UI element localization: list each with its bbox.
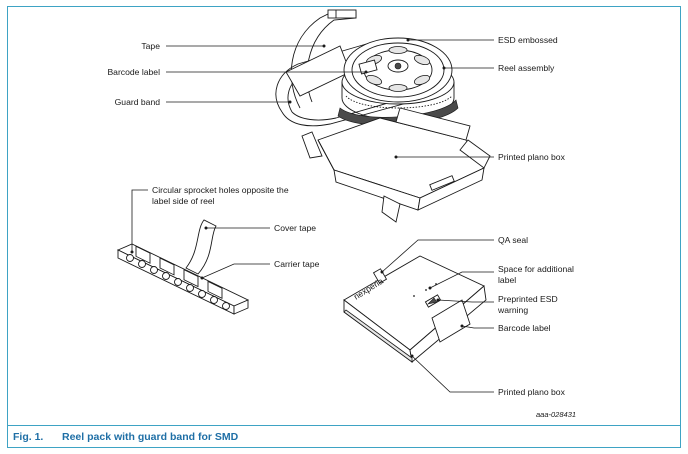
label-qa-seal: QA seal: [498, 235, 528, 245]
label-space-line2: label: [498, 275, 516, 285]
label-barcode-top: Barcode label: [107, 67, 160, 77]
tape-tab: [327, 9, 357, 19]
box-lid-back: [285, 45, 351, 97]
cover-tape: [185, 219, 217, 275]
carrier-tape-illustration: [116, 219, 250, 315]
label-esd-warning-line2: warning: [497, 305, 528, 315]
leader-lines: [130, 38, 494, 393]
plano-box-open: [301, 107, 491, 223]
label-guard-band: Guard band: [115, 97, 161, 107]
labels: Tape Barcode label Guard band ESD emboss…: [107, 35, 574, 397]
reel: [337, 37, 459, 126]
figure-reference-code: aaa-028431: [536, 410, 577, 419]
label-sprocket-line2: label side of reel: [152, 196, 215, 206]
figure-number: Fig. 1.: [13, 431, 44, 443]
reel-barcode-label: [358, 59, 378, 75]
label-tape: Tape: [141, 41, 160, 51]
caption-bar: [7, 425, 681, 448]
qa-seal: [372, 268, 388, 284]
label-carrier-tape: Carrier tape: [274, 259, 320, 269]
label-plano-box-top: Printed plano box: [498, 152, 566, 162]
top-illustration: [275, 9, 491, 223]
label-esd-embossed: ESD embossed: [498, 35, 558, 45]
label-cover-tape: Cover tape: [274, 223, 316, 233]
label-plano-box-bottom: Printed plano box: [498, 387, 566, 397]
box-barcode-label: [431, 299, 471, 343]
label-reel-assembly: Reel assembly: [498, 63, 555, 73]
label-sprocket-line1: Circular sprocket holes opposite the: [152, 185, 289, 195]
label-esd-warning-line1: Preprinted ESD: [498, 294, 558, 304]
label-barcode-bottom: Barcode label: [498, 323, 551, 333]
figure-title: Reel pack with guard band for SMD: [62, 431, 239, 443]
label-space-line1: Space for additional: [498, 264, 574, 274]
